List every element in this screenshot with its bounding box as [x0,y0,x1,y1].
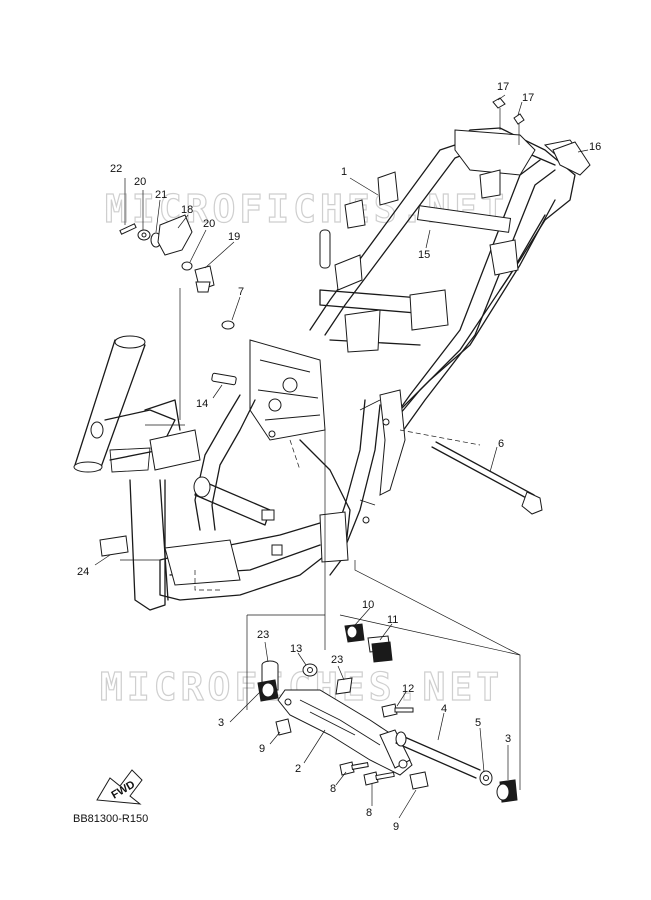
callout-9: 9 [259,743,265,755]
callout-18: 18 [181,204,193,216]
callout-16: 16 [589,141,601,153]
callout-15: 15 [418,249,430,261]
callout-19: 19 [228,231,240,243]
engine-mount-parts [257,623,518,803]
callout-14: 14 [196,398,208,410]
callout-2: 2 [295,763,301,775]
upper-small-parts [119,97,591,293]
callout-10: 10 [362,599,374,611]
leader-lines [94,94,589,819]
callout-21: 21 [155,189,167,201]
callouts: 1 2 3 3 4 5 6 7 8 8 9 9 10 11 12 13 14 1… [77,81,601,833]
callout-12: 12 [402,683,414,695]
guide-lines [120,288,521,790]
fwd-arrow: FWD [96,769,143,805]
callout-3: 3 [505,733,511,745]
callout-11: 11 [387,614,398,626]
long-bolt-6 [431,441,543,515]
diagram-code: BB81300-R150 [73,813,148,825]
callout-23: 23 [331,654,343,666]
frame-assembly [73,127,586,611]
callout-17: 17 [497,81,509,93]
callout-7: 7 [238,286,244,298]
callout-6: 6 [498,438,504,450]
callout-3: 3 [218,717,224,729]
callout-24: 24 [77,566,89,578]
callout-5: 5 [475,717,481,729]
callout-8: 8 [330,783,336,795]
callout-22: 22 [110,163,122,175]
callout-20: 20 [134,176,146,188]
callout-9: 9 [393,821,399,833]
callout-4: 4 [441,703,447,715]
callout-23: 23 [257,629,269,641]
callout-13: 13 [290,643,302,655]
callout-1: 1 [341,166,347,178]
callout-8: 8 [366,807,372,819]
callout-20: 20 [203,218,215,230]
callout-17: 17 [522,92,534,104]
